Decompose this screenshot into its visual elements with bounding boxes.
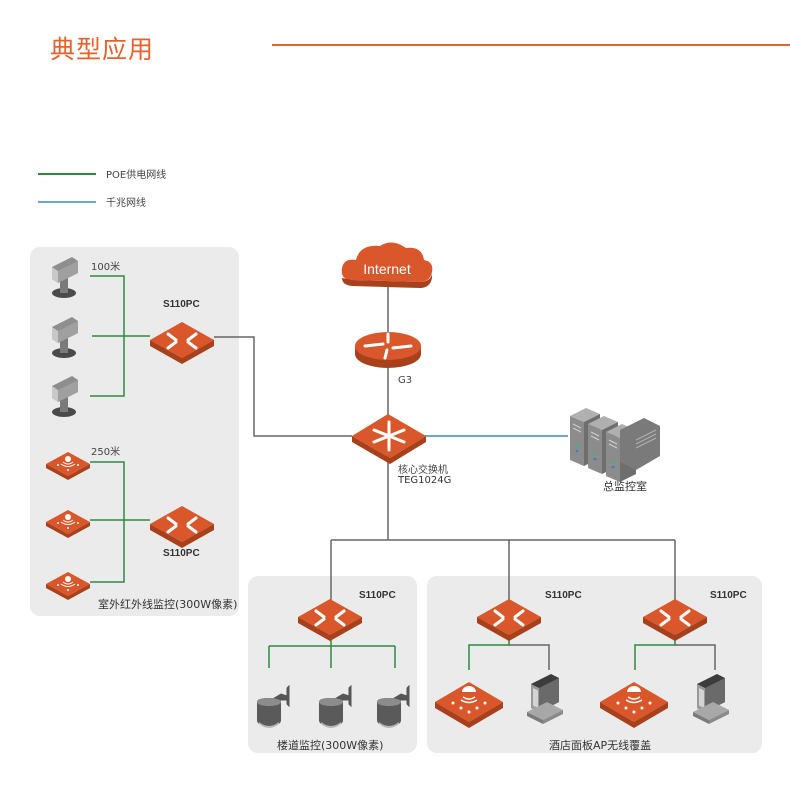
legend-gigabit-label: 千兆网线	[106, 198, 146, 209]
poe-line-hotel-ap1	[468, 632, 510, 670]
outdoor-switch-1-icon	[148, 320, 216, 366]
link-outdoor-switch1-core	[214, 336, 352, 437]
hotel-switch-1-label: S110PC	[545, 590, 582, 601]
router-icon	[355, 332, 421, 368]
poe-lines-group2	[90, 461, 150, 583]
core-switch-icon	[352, 414, 426, 464]
router-label: G3	[398, 375, 413, 386]
monitor-room-label: 总监控室	[603, 480, 647, 493]
server-rack-icon	[569, 407, 660, 483]
dome-camera-icon	[376, 685, 410, 729]
gigabit-line-swatch	[38, 200, 96, 203]
poe-lines-group1	[90, 275, 150, 397]
legend-gigabit: 千兆网线	[38, 194, 146, 209]
bullet-camera-icon	[52, 376, 78, 417]
panel-ap-icon	[434, 681, 504, 729]
pc-icon	[693, 674, 729, 724]
internet-label: Internet	[363, 261, 411, 277]
title-divider	[272, 44, 790, 46]
link-hotel-pc2	[675, 644, 716, 670]
hotel-switch-2-icon	[641, 597, 709, 643]
core-switch-model: TEG1024G	[398, 475, 452, 486]
legend-poe: POE供电网线	[38, 166, 166, 181]
corridor-switch-icon	[296, 597, 364, 643]
distribution-bus	[330, 539, 676, 600]
bullet-camera-icon	[52, 317, 78, 358]
bullet-camera-icon	[52, 257, 78, 298]
outdoor-switch-1-label: S110PC	[163, 299, 200, 310]
corridor-switch-label: S110PC	[359, 590, 396, 601]
outdoor-switch-2-icon	[148, 504, 216, 550]
panel-ap-icon	[599, 681, 669, 729]
distance-label-100m: 100米	[91, 262, 121, 273]
link-hotel-pc1	[509, 644, 550, 670]
corridor-caption: 楼道监控(300W像素)	[277, 739, 384, 752]
ir-camera-icon	[45, 509, 91, 539]
pc-icon	[527, 674, 563, 724]
hotel-panel	[427, 576, 762, 753]
hotel-switch-1-icon	[475, 597, 543, 643]
core-switch-label: 核心交换机	[398, 465, 448, 476]
outdoor-caption: 室外红外线监控(300W像素)	[98, 598, 238, 611]
distance-label-250m: 250米	[91, 447, 121, 458]
poe-line-swatch	[38, 172, 96, 175]
hotel-caption: 酒店面板AP无线覆盖	[549, 739, 652, 752]
legend-poe-label: POE供电网线	[106, 170, 167, 181]
outdoor-panel	[30, 247, 239, 616]
internet-cloud-icon	[341, 242, 433, 288]
outdoor-switch-2-label: S110PC	[163, 548, 200, 559]
ir-camera-icon	[45, 451, 91, 481]
ir-camera-icon	[45, 571, 91, 601]
dome-camera-icon	[256, 685, 290, 729]
dome-camera-icon	[318, 685, 352, 729]
page-title: 典型应用	[50, 35, 155, 64]
poe-line-hotel-ap2	[634, 632, 676, 670]
hotel-switch-2-label: S110PC	[710, 590, 747, 601]
